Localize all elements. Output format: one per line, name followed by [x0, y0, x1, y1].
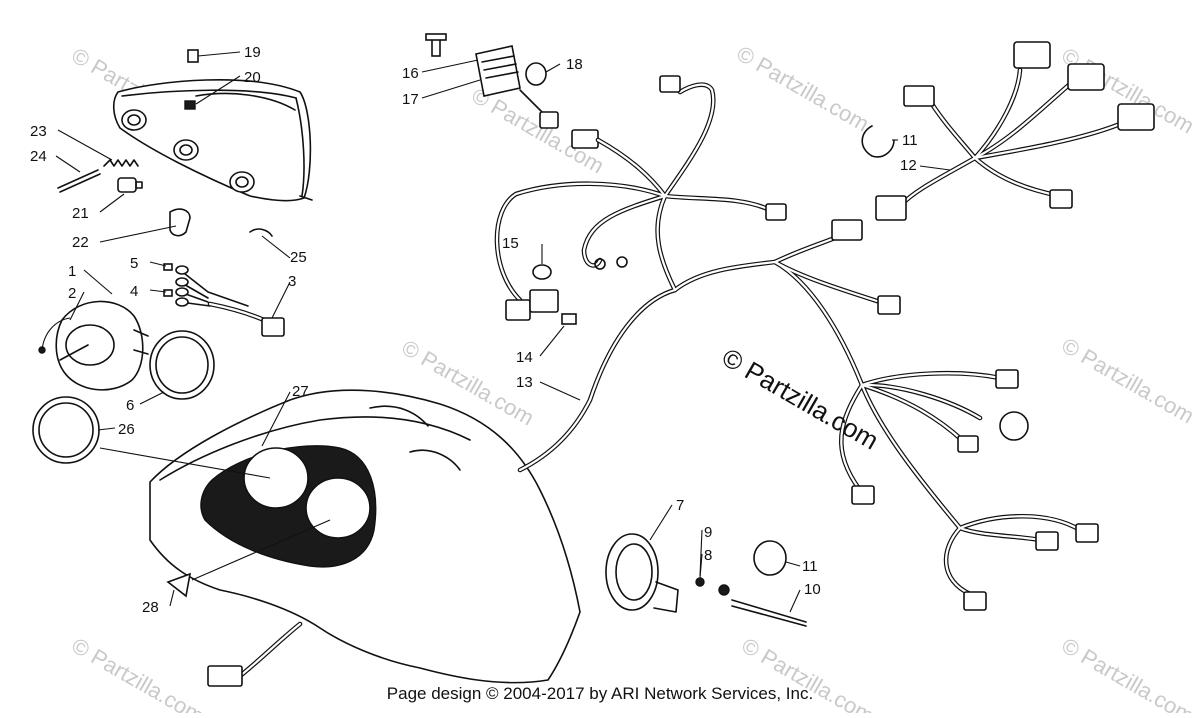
callout-26: 26 — [118, 421, 135, 438]
callout-labels: 1 2 3 4 5 6 7 8 9 10 11 11 12 13 14 15 1… — [30, 44, 918, 616]
callout-3: 3 — [288, 273, 296, 290]
voltage-regulator — [425, 33, 599, 149]
main-wiring-harness — [494, 41, 1155, 611]
callout-28: 28 — [142, 599, 159, 616]
callout-6: 6 — [126, 397, 134, 414]
watermark: © Partzilla.com — [1058, 333, 1199, 429]
callout-7: 7 — [676, 497, 684, 514]
callout-8: 8 — [704, 547, 712, 564]
dash-panel — [149, 389, 581, 687]
callout-1: 1 — [68, 263, 76, 280]
watermark: © Partzilla.com — [733, 41, 874, 137]
callout-2: 2 — [68, 285, 76, 302]
callout-11-clamp-top: 11 — [902, 132, 918, 149]
callout-13: 13 — [516, 374, 533, 391]
callout-22: 22 — [72, 234, 89, 251]
callout-21: 21 — [72, 205, 89, 222]
callout-9: 9 — [704, 524, 712, 541]
callout-4: 4 — [130, 283, 138, 300]
headlight-assembly — [57, 49, 313, 237]
callout-11-clamp-bottom: 11 — [802, 558, 818, 575]
callout-23: 23 — [30, 123, 47, 140]
callout-15: 15 — [502, 235, 519, 252]
callout-19: 19 — [244, 44, 261, 61]
callout-14: 14 — [516, 349, 533, 366]
callout-18: 18 — [566, 56, 583, 73]
speedometer-gauge — [32, 263, 285, 464]
callout-27: 27 — [292, 383, 309, 400]
callout-16: 16 — [402, 65, 419, 82]
callout-10: 10 — [804, 581, 821, 598]
callout-25: 25 — [290, 249, 307, 266]
copyright-footer: Page design © 2004-2017 by ARI Network S… — [386, 684, 814, 703]
callout-24: 24 — [30, 148, 47, 165]
callout-12: 12 — [900, 157, 917, 174]
tachometer-housing — [605, 533, 807, 627]
leader-lines — [55, 51, 951, 613]
callout-17: 17 — [402, 91, 419, 108]
callout-5: 5 — [130, 255, 138, 272]
callout-20: 20 — [244, 69, 261, 86]
